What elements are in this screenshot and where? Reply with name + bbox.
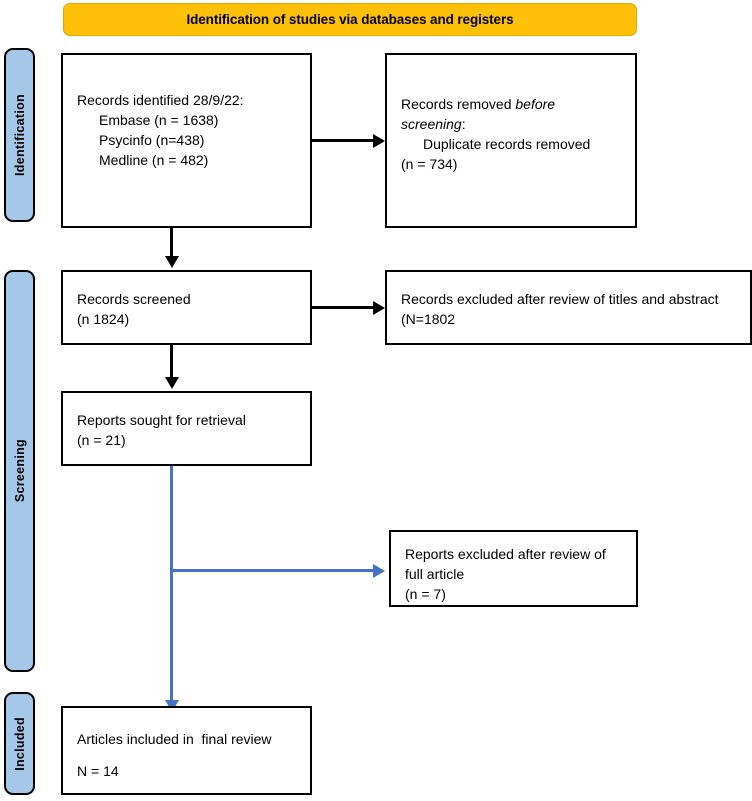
box-records-removed: Records removed before screening: Duplic… xyxy=(385,53,637,228)
diagram-banner: Identification of studies via databases … xyxy=(63,3,637,36)
reports-excluded-line-2: full article xyxy=(405,565,465,582)
records-screened-line-1: Records screened xyxy=(77,291,191,307)
banner-title: Identification of studies via databases … xyxy=(186,12,514,27)
arrowhead-identified-to-screened xyxy=(164,256,179,268)
connector-identified-to-screened xyxy=(170,228,173,260)
connector-screened-to-sought xyxy=(170,345,173,381)
records-removed-count: (n = 734) xyxy=(401,155,458,172)
reports-excluded-count: (n = 7) xyxy=(405,585,446,602)
records-removed-duplicates: Duplicate records removed xyxy=(423,135,591,152)
arrowhead-screened-to-excluded xyxy=(373,300,385,315)
records-identified-embase: Embase (n = 1638) xyxy=(99,111,219,128)
stage-bar-screening: Screening xyxy=(4,270,35,672)
reports-excluded-line-1: Reports excluded after review of xyxy=(405,546,606,562)
records-removed-emphasis-screening: screening xyxy=(401,115,462,132)
reports-sought-count: (n = 21) xyxy=(77,431,126,448)
records-removed-line-1: Records removed before xyxy=(401,95,627,115)
records-identified-psycinfo: Psycinfo (n=438) xyxy=(99,131,205,148)
box-records-identified: Records identified 28/9/22: Embase (n = … xyxy=(61,53,312,228)
arrowhead-screened-to-sought xyxy=(164,377,179,389)
reports-sought-line-1: Reports sought for retrieval xyxy=(77,412,246,428)
stage-bar-included: Included xyxy=(4,692,35,795)
box-records-screened: Records screened (n 1824) xyxy=(61,270,312,345)
arrowhead-sought-to-reports-excluded xyxy=(373,564,385,578)
connector-sought-trunk xyxy=(170,466,173,711)
records-excluded-count: (N=1802 xyxy=(401,310,456,327)
stage-label-included: Included xyxy=(12,716,27,771)
articles-included-count: N = 14 xyxy=(77,762,119,779)
box-records-excluded: Records excluded after review of titles … xyxy=(385,270,752,345)
connector-identified-to-removed xyxy=(312,139,375,142)
records-removed-emphasis-before: before xyxy=(515,96,556,112)
box-reports-excluded: Reports excluded after review of full ar… xyxy=(389,530,638,607)
records-removed-colon: : xyxy=(461,115,466,132)
stage-label-screening: Screening xyxy=(12,439,27,503)
records-removed-line-1-text: Records removed xyxy=(401,96,516,112)
records-identified-line-1: Records identified 28/9/22: xyxy=(77,92,244,108)
connector-screened-to-excluded xyxy=(312,306,375,309)
articles-included-line-1: Articles included in final review xyxy=(77,731,272,747)
stage-bar-identification: Identification xyxy=(4,48,35,222)
connector-sought-to-reports-excluded xyxy=(170,569,378,572)
box-articles-included: Articles included in final review N = 14 xyxy=(61,706,312,795)
records-excluded-line-1: Records excluded after review of titles … xyxy=(401,291,719,307)
stage-label-identification: Identification xyxy=(12,94,27,176)
box-reports-sought: Reports sought for retrieval (n = 21) xyxy=(61,391,312,466)
records-identified-medline: Medline (n = 482) xyxy=(99,151,209,168)
records-screened-count: (n 1824) xyxy=(77,310,130,327)
arrowhead-identified-to-removed xyxy=(373,133,385,148)
